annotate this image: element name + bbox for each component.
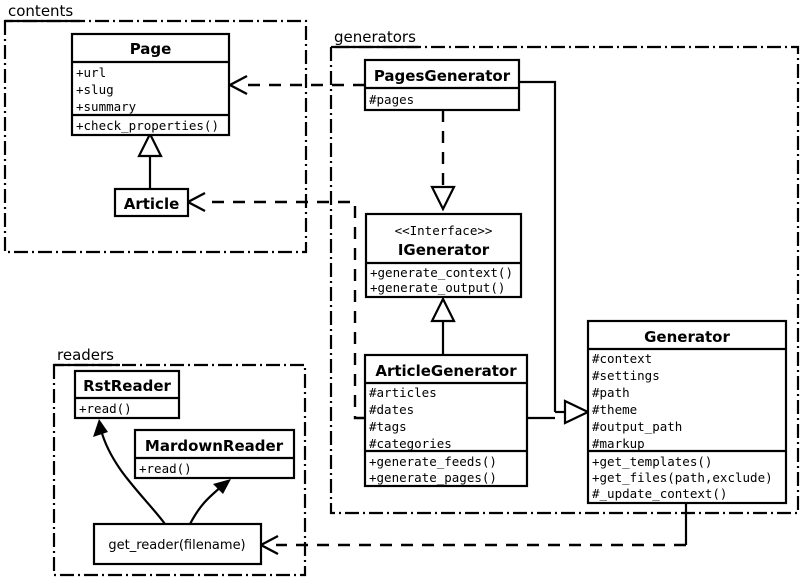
hollow-triangle-head: [137, 131, 163, 158]
open-arrow-head: [227, 74, 248, 96]
function-box-get-reader-rect: [92, 522, 263, 566]
class-attribute: +slug: [76, 82, 114, 97]
class-name-article: Article: [124, 195, 180, 213]
class-name-generator: Generator: [644, 328, 730, 346]
package-contents: contents: [3, 2, 308, 254]
class-box-pagesgenerator-rect: [363, 58, 521, 112]
class-box-article[interactable]: Article: [113, 187, 190, 218]
class-name-page: Page: [130, 40, 172, 58]
class-method: +read(): [139, 461, 192, 476]
class-method: +read(): [79, 401, 132, 416]
class-method: +generate_output(): [370, 280, 505, 295]
package-contents-frame: [3, 19, 308, 254]
class-box-generator-rect: [586, 319, 788, 505]
class-box-igenerator[interactable]: <<Interface>> IGenerator +generate_conte…: [364, 212, 523, 299]
package-readers-label: readers: [57, 346, 114, 364]
class-attribute: #articles: [369, 385, 437, 400]
class-method: +generate_context(): [370, 265, 513, 280]
open-arrow-head: [185, 191, 206, 213]
relation-generators-to-generator: [519, 80, 591, 425]
class-stereotype-igenerator: <<Interface>>: [395, 223, 493, 238]
class-attribute: +summary: [76, 99, 137, 114]
relation-pagesgenerator-to-igenerator: [430, 110, 456, 212]
relation-getreader-to-rstreader-curve: [99, 429, 166, 525]
class-attribute: #markup: [592, 436, 645, 451]
class-box-generator[interactable]: Generator #context #settings #path #them…: [586, 319, 788, 505]
class-box-pagesgenerator[interactable]: PagesGenerator #pages: [363, 58, 521, 112]
class-name-pagesgenerator: PagesGenerator: [374, 67, 511, 85]
hollow-triangle-head: [430, 185, 456, 212]
class-method: +generate_pages(): [369, 470, 497, 485]
class-box-page-rect: [70, 32, 231, 137]
open-arrow-head: [258, 534, 279, 556]
relation-pagesgenerator-to-generator-line: [519, 80, 557, 412]
package-generators: generators: [329, 28, 800, 515]
class-name-articlegenerator: ArticleGenerator: [375, 362, 517, 380]
relation-getreader-to-mardownreader: [189, 479, 231, 525]
function-label-get-reader: get_reader(filename): [108, 538, 245, 553]
class-box-page[interactable]: Page +url +slug +summary +check_properti…: [70, 32, 231, 137]
class-box-article-rect: [113, 187, 190, 218]
function-box-get-reader[interactable]: get_reader(filename): [92, 522, 263, 566]
hollow-triangle-head: [563, 399, 591, 425]
package-readers-frame: [52, 363, 307, 577]
open-arrow-head: [93, 419, 108, 437]
class-attribute: #tags: [369, 419, 407, 434]
class-method: +generate_feeds(): [369, 454, 497, 469]
relation-article-to-page: [137, 131, 163, 189]
class-name-igenerator: IGenerator: [398, 241, 490, 259]
relation-pagesgenerator-to-page: [227, 74, 365, 96]
class-name-rstreader: RstReader: [83, 377, 171, 395]
class-name-mardownreader: MardownReader: [145, 437, 284, 455]
class-attribute: #output_path: [592, 419, 682, 434]
class-box-articlegenerator-rect: [363, 353, 529, 488]
package-generators-frame: [329, 45, 800, 515]
relation-getreader-to-rstreader: [93, 419, 166, 525]
class-method: #_update_context(): [592, 486, 727, 501]
relation-getreader-to-mardownreader-curve: [189, 485, 223, 525]
class-box-igenerator-rect: [364, 212, 523, 299]
class-box-mardownreader[interactable]: MardownReader +read(): [133, 428, 296, 480]
relation-articlegenerator-to-article-line: [203, 200, 365, 420]
class-box-articlegenerator[interactable]: ArticleGenerator #articles #dates #tags …: [363, 353, 529, 488]
class-method: +get_files(path,exclude): [592, 470, 773, 485]
class-attribute: #settings: [592, 368, 660, 383]
relation-generator-to-getreader: [258, 503, 688, 556]
class-attribute: +url: [76, 65, 106, 80]
class-box-rstreader-rect: [73, 369, 181, 420]
class-attribute: #pages: [369, 92, 414, 107]
class-method: +check_properties(): [76, 118, 219, 133]
class-attribute: #theme: [592, 402, 637, 417]
relation-articlegenerator-to-igenerator: [430, 296, 456, 355]
class-attribute: #path: [592, 385, 630, 400]
open-arrow-head: [213, 479, 231, 494]
class-box-mardownreader-rect: [133, 428, 296, 480]
class-attribute: #categories: [369, 436, 452, 451]
relation-articlegenerator-to-article: [185, 191, 365, 420]
class-box-rstreader[interactable]: RstReader +read(): [73, 369, 181, 420]
package-readers: readers: [52, 346, 307, 577]
class-attribute: #dates: [369, 402, 414, 417]
class-attribute: #context: [592, 351, 652, 366]
class-method: +get_templates(): [592, 454, 712, 469]
hollow-triangle-head: [430, 296, 456, 323]
package-generators-label: generators: [334, 28, 416, 46]
package-contents-label: contents: [8, 2, 73, 20]
